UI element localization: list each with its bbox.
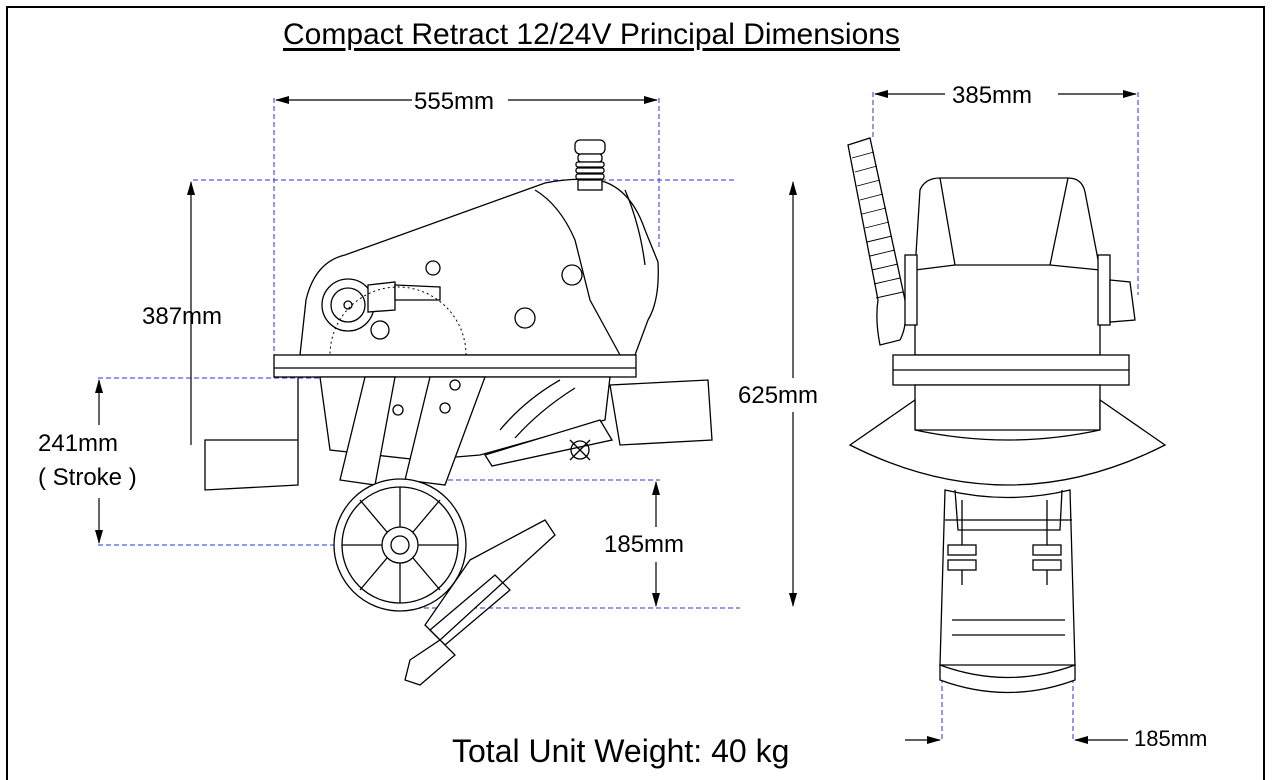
total-weight-label: Total Unit Weight: 40 kg (452, 733, 790, 769)
side-view-thruster (204, 139, 713, 686)
dimension-lines (95, 90, 1137, 744)
front-view-thruster (847, 137, 1167, 694)
upper-height-unit: mm (182, 303, 223, 330)
bellows (574, 139, 606, 191)
length-dimension-label: 555mm (414, 88, 495, 115)
tunnel-diameter-label: 185mm (604, 531, 685, 558)
drawing-frame (6, 6, 1265, 780)
stroke-dimension-label: 241mm (38, 430, 119, 457)
width-dimension-label: 385mm (952, 82, 1033, 109)
upper-height-value: 387 (142, 303, 183, 330)
total-height-label: 625mm (738, 382, 819, 409)
front-tunnel-width-unit: mm (1170, 726, 1208, 751)
page-title: Compact Retract 12/24V Principal Dimensi… (283, 18, 900, 51)
stroke-note-label: ( Stroke ) (38, 464, 137, 491)
exhaust-hose (847, 137, 907, 346)
upper-height-label: 387mm (142, 305, 222, 329)
front-tunnel-width-label: 185mm (1134, 728, 1207, 750)
front-tunnel-width-value: 185 (1134, 726, 1171, 751)
